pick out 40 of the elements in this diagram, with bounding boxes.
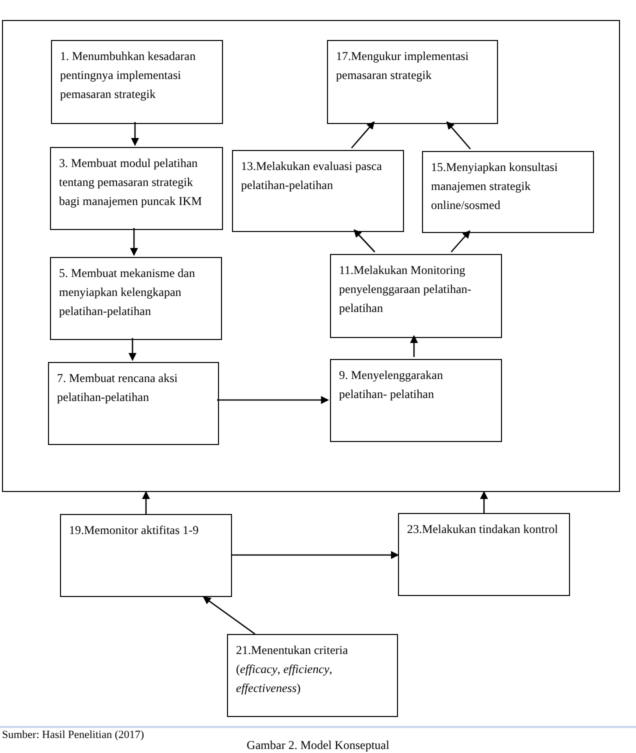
arrow [142, 491, 150, 514]
box-text: 11.Melakukan Monitoring penyelenggaraan pelatihan-pelatihan [338, 262, 472, 317]
box-text: 15.Menyiapkan konsultasi manajemen strategik online/sosmed [430, 159, 559, 214]
process-box [330, 359, 502, 442]
process-box [60, 514, 232, 597]
process-box [50, 147, 223, 230]
box-text: 21.Menentukan criteria (efficacy, efficiency, effectiveness) [235, 642, 349, 697]
arrow [446, 121, 471, 150]
box-text: 5. Membuat mekanisme dan menyiapkan kelengkapan pelatihan-pelatihan [58, 265, 196, 320]
caption: Gambar 2. Model Konseptual [246, 738, 390, 752]
box-text: 23.Melakukan tindakan kontrol [406, 521, 559, 538]
process-box [422, 151, 594, 233]
source-note: Sumber: Hasil Penelitian (2017) [2, 729, 144, 742]
frame-box [2, 20, 620, 492]
box-text: 3. Membuat modul pelatihan tentang pemasaran strategik bagi manajemen puncak IKM [58, 155, 203, 210]
process-box [50, 257, 222, 340]
arrow [480, 491, 488, 513]
arrow [130, 228, 138, 256]
process-box [330, 254, 502, 338]
process-box [51, 40, 223, 124]
box-text: 7. Membuat rencana aksi pelatihan-pelatihan [56, 370, 179, 406]
arrow [131, 122, 139, 146]
arrow [410, 335, 418, 357]
process-box [232, 150, 404, 232]
process-box [327, 40, 498, 124]
box-text: 9. Menyelenggarakan pelatihan- pelatihan [338, 367, 444, 403]
arrow [217, 396, 329, 404]
process-box [227, 634, 398, 717]
arrow [232, 551, 399, 559]
arrow [354, 229, 376, 252]
box-text: 1. Menumbuhkan kesadaran pentingnya implementasi pemasaran strategik [59, 48, 197, 103]
box-text: 17.Mengukur implementasi pemasaran strategik [335, 48, 470, 84]
box-text: 19.Memonitor aktifitas 1-9 [68, 522, 200, 539]
box-text: 13.Melakukan evaluasi pasca pelatihan-pelatihan [240, 158, 383, 194]
process-box [48, 362, 219, 445]
arrow [351, 121, 375, 148]
arrow [202, 596, 256, 635]
arrow [450, 230, 470, 252]
arrow [128, 338, 136, 361]
process-box [398, 513, 570, 596]
